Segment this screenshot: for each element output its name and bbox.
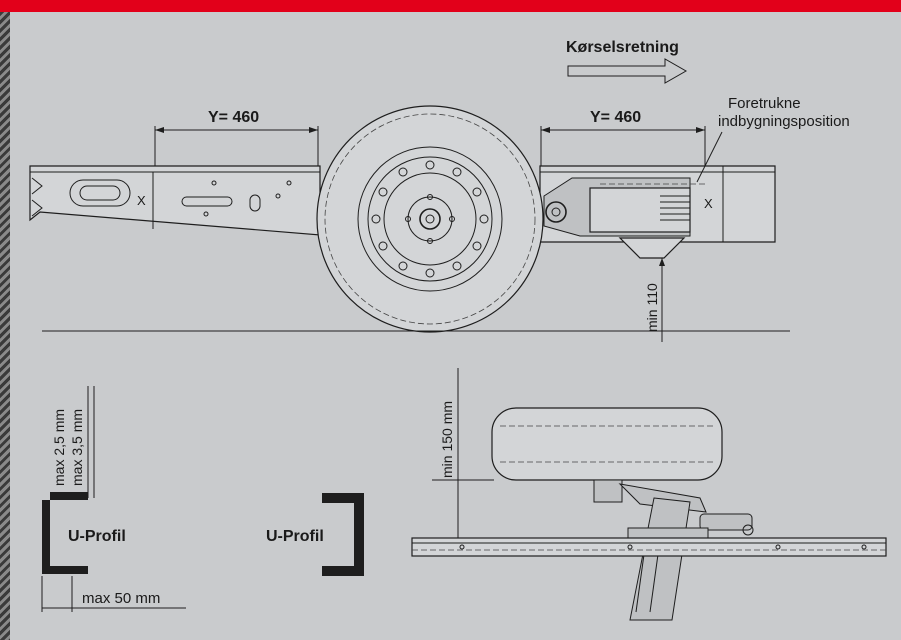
max-3-5-label: max 3,5 mm (69, 409, 85, 486)
direction-arrow-icon (567, 58, 688, 84)
u-profile-left-label: U-Profil (68, 528, 126, 545)
u-profile-left-shape (42, 492, 88, 574)
preferred-position-line1: Foretrukne (728, 95, 801, 112)
red-header-bar (0, 0, 901, 12)
frame-top-view (411, 537, 887, 557)
min-110-label: min 110 (644, 283, 660, 332)
min-150-label: min 150 mm (439, 401, 455, 478)
u-profile-right-shape (322, 493, 364, 576)
spare-wheel-top-view (491, 407, 723, 481)
leader-line (696, 131, 723, 183)
x-dimension-label: X (137, 193, 146, 208)
spare-wheel-side-view (316, 105, 544, 333)
y-dimension-label-right: Y= 460 (590, 109, 641, 126)
holder-top-view (593, 479, 754, 621)
x-dimension-label-right: X (704, 196, 713, 211)
max-2-5-label: max 2,5 mm (51, 409, 67, 486)
y-dimension-right (540, 126, 706, 166)
min-110-arrow-icon (659, 258, 665, 266)
y-dimension-label-left: Y= 460 (208, 109, 259, 126)
u-profile-right-label: U-Profil (266, 528, 324, 545)
max-50-label: max 50 mm (82, 590, 160, 607)
hatched-edge-strip (0, 12, 10, 640)
direction-label: Kørselsretning (566, 39, 679, 56)
y-dimension-left (154, 126, 319, 166)
preferred-position-line2: indbygningsposition (718, 113, 850, 130)
spare-wheel-holder-side (543, 177, 708, 259)
